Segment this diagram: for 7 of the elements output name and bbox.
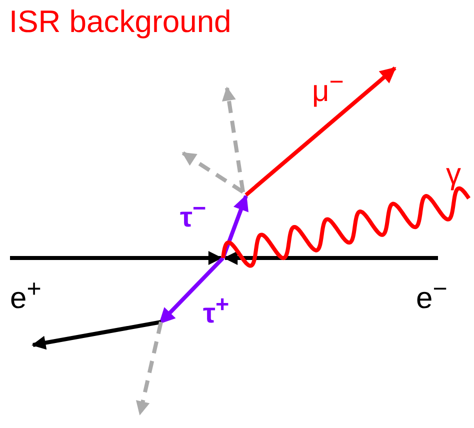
particle-label: τ$^{−}$: [180, 197, 206, 232]
particle-label: e$^{−}$: [416, 277, 448, 314]
particle-label: e$^{+}$: [10, 277, 42, 314]
title: ISR background: [9, 6, 232, 37]
particle-label: γ: [446, 160, 461, 190]
particle-label: μ$^{−}$: [312, 70, 344, 107]
particle-label: τ$^{+}$: [203, 293, 230, 328]
